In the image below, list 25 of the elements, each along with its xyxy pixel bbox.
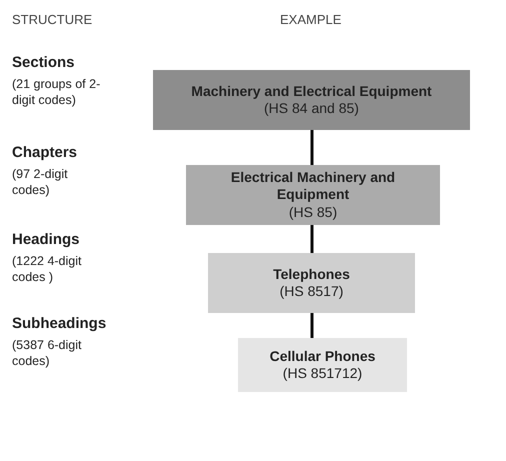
category-title: Machinery and Electrical Equipment (191, 82, 432, 100)
category-box (208, 253, 415, 313)
connector-line (310, 130, 314, 165)
category-box (238, 338, 407, 392)
hs-code: (HS 85) (288, 204, 338, 222)
hs-code: (HS 851712) (282, 365, 362, 382)
hs-code: (HS 8517) (280, 283, 344, 300)
category-box (153, 70, 470, 130)
category-box (186, 165, 440, 225)
level-name: Sections (12, 53, 75, 72)
hs-code: (HS 84 and 85) (264, 100, 359, 118)
column-header: EXAMPLE (280, 12, 342, 29)
level-description: (5387 6-digit codes) (12, 337, 82, 370)
level-name: Headings (12, 230, 80, 250)
level-name: Subheadings (12, 314, 106, 334)
column-header: STRUCTURE (12, 12, 92, 29)
level-name: Chapters (12, 143, 78, 162)
level-description: (1222 4-digit codes ) (12, 253, 82, 286)
category-title: Telephones (273, 266, 350, 283)
level-description: (21 groups of 2-digit codes) (12, 76, 102, 108)
category-title: Electrical Machinery and Equipment (230, 168, 396, 204)
connector-line (310, 313, 314, 338)
connector-line (310, 225, 314, 253)
level-description: (97 2-digit codes) (12, 166, 69, 198)
category-title: Cellular Phones (270, 348, 376, 365)
